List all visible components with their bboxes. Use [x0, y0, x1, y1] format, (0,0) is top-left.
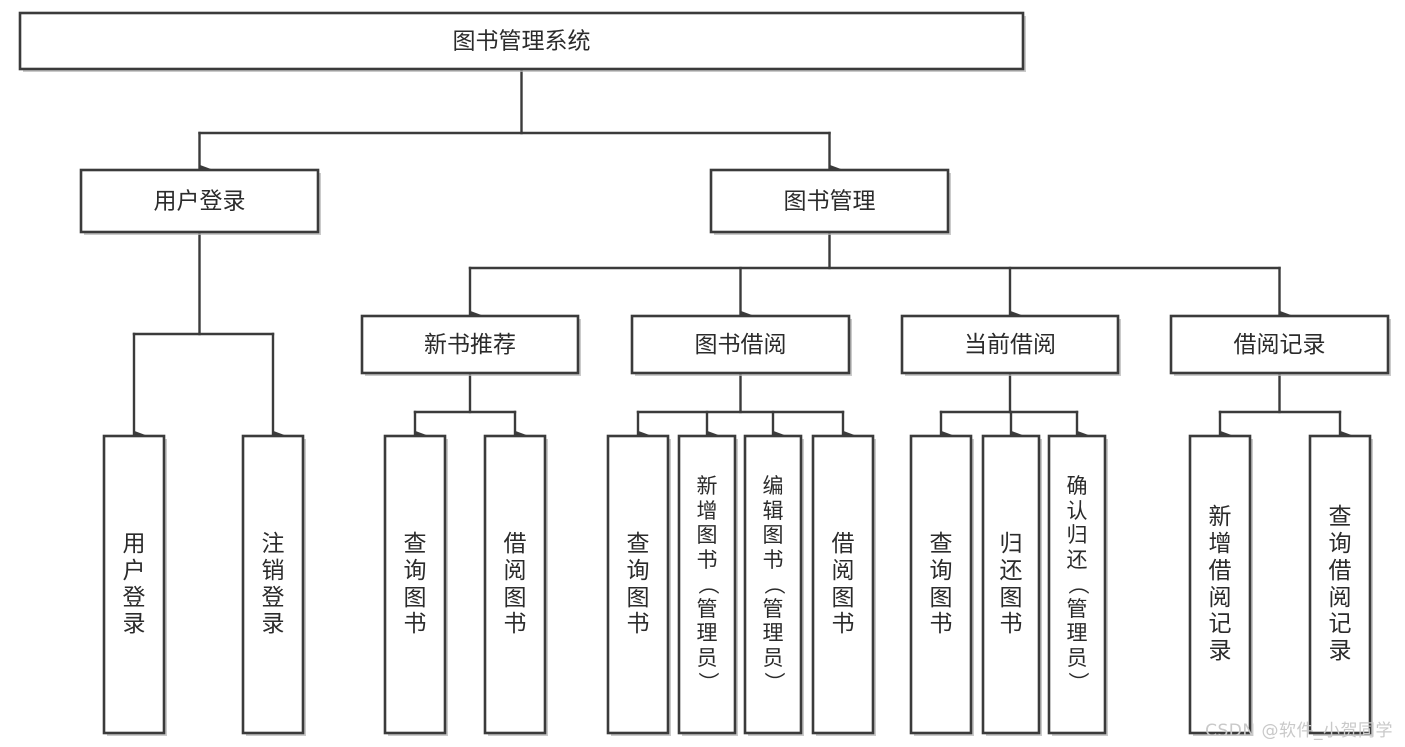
node-box-book-borrow[interactable] [630, 314, 851, 375]
node-box-leaf-borrow-book-2[interactable] [811, 434, 875, 735]
node-box-leaf-edit-book[interactable] [743, 434, 803, 735]
node-box-book-manage[interactable] [709, 168, 950, 234]
node-label-borrow-record: 借阅记录 [1234, 332, 1326, 358]
node-box-new-book-rec[interactable] [360, 314, 580, 375]
node-box-leaf-user-logout[interactable] [241, 434, 305, 735]
node-box-leaf-borrow-book-1[interactable] [483, 434, 547, 735]
boxes-layer [18, 11, 1391, 736]
node-label-new-book-rec: 新书推荐 [424, 332, 516, 358]
node-label-root: 图书管理系统 [453, 29, 591, 55]
node-box-leaf-query-record[interactable] [1308, 434, 1372, 735]
connectors-layer [132, 67, 1352, 440]
node-label-user-login: 用户登录 [154, 189, 246, 215]
node-box-leaf-confirm-return[interactable] [1047, 434, 1107, 735]
node-label-book-borrow: 图书借阅 [695, 332, 787, 358]
node-box-leaf-add-record[interactable] [1188, 434, 1252, 735]
node-box-leaf-query-book-1[interactable] [383, 434, 447, 735]
node-box-leaf-query-book-3[interactable] [909, 434, 973, 735]
node-box-leaf-return-book[interactable] [981, 434, 1041, 735]
node-box-leaf-query-book-2[interactable] [606, 434, 670, 735]
node-box-current-borrow[interactable] [900, 314, 1120, 375]
node-box-root[interactable] [18, 11, 1025, 71]
node-box-borrow-record[interactable] [1169, 314, 1390, 375]
node-box-leaf-user-login[interactable] [102, 434, 166, 735]
node-label-book-manage: 图书管理 [784, 189, 876, 215]
node-box-user-login[interactable] [79, 168, 320, 234]
node-box-leaf-add-book[interactable] [677, 434, 737, 735]
node-label-current-borrow: 当前借阅 [964, 332, 1056, 358]
